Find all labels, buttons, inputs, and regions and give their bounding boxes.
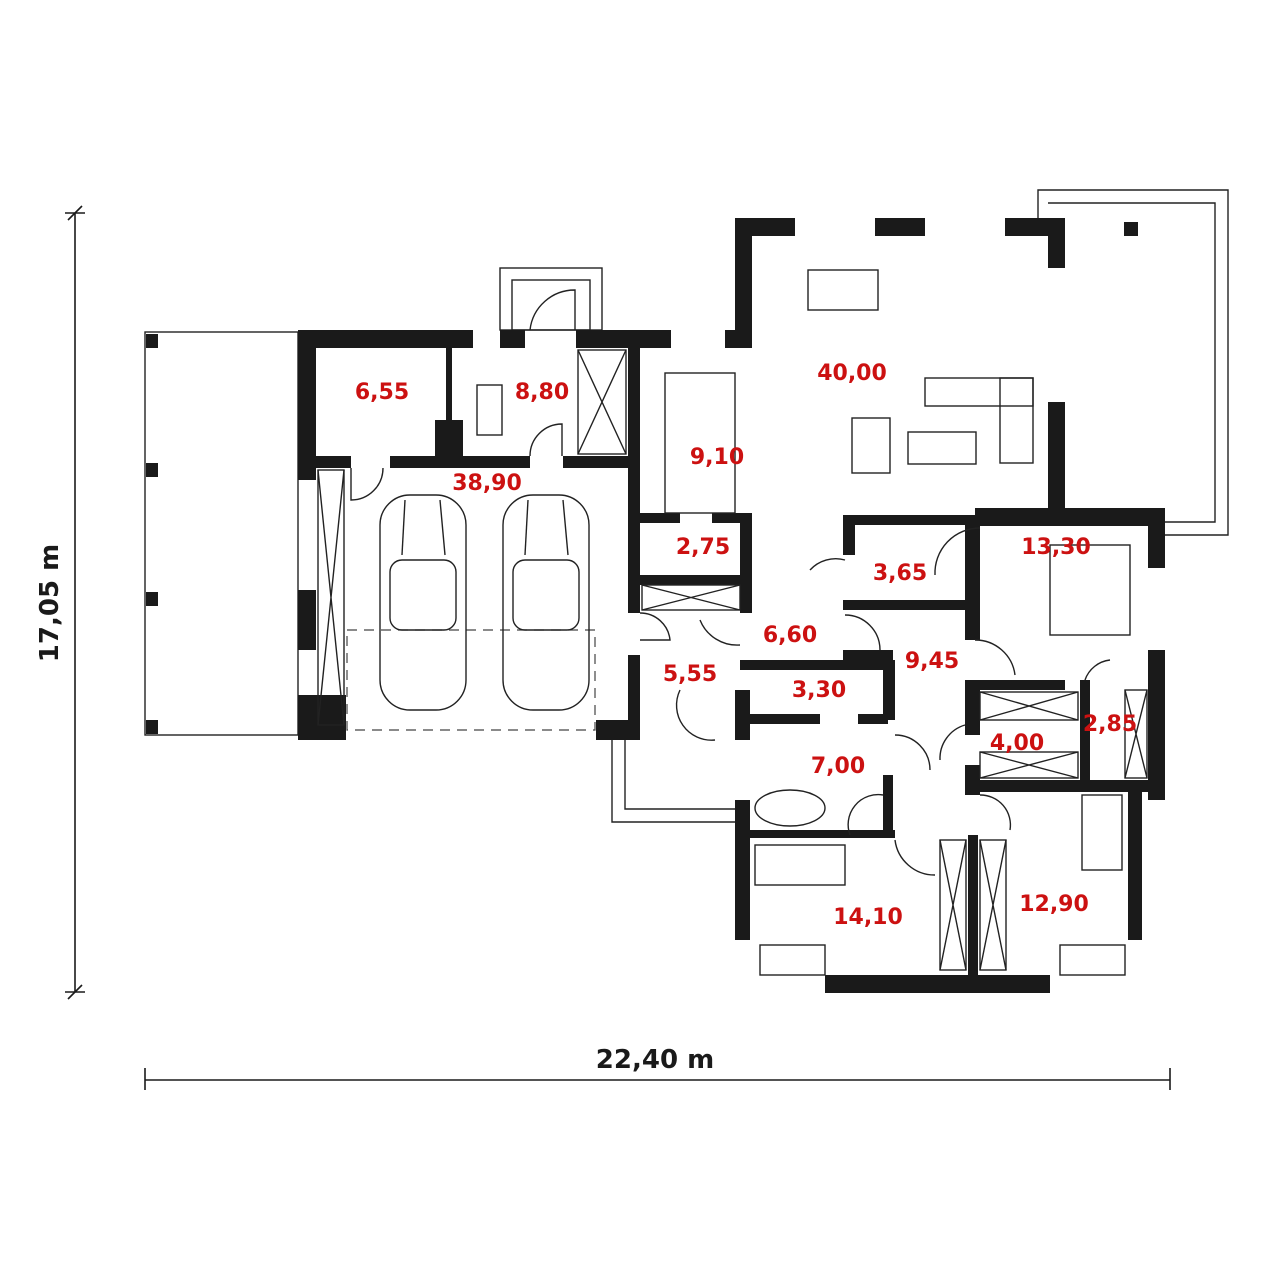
- room-area-dressing: 4,00: [990, 731, 1044, 756]
- terrace: [1037, 189, 1229, 536]
- room-area-corridor: 9,45: [905, 649, 959, 674]
- room-area-wc: 3,30: [792, 678, 846, 703]
- side-porch: [611, 740, 735, 823]
- room-area-wardrobe: 2,85: [1083, 712, 1137, 737]
- porch-inner: [511, 279, 591, 331]
- room-area-boiler-wc: 3,65: [873, 561, 927, 586]
- room-area-vestibule: 5,55: [663, 662, 717, 687]
- car-left: [379, 494, 467, 711]
- room-area-storage: 6,55: [355, 380, 409, 405]
- furniture: [476, 269, 1131, 976]
- height-label: 17,05 m: [35, 544, 65, 662]
- room-area-kitchen: 9,10: [690, 445, 744, 470]
- doors: [350, 289, 1111, 876]
- room-area-bedroom-master: 13,30: [1021, 535, 1091, 560]
- room-area-utility: 8,80: [515, 380, 569, 405]
- room-area-bathroom: 7,00: [811, 754, 865, 779]
- width-label: 22,40 m: [596, 1045, 714, 1075]
- garage-door-swing: [346, 629, 596, 731]
- room-area-pantry: 2,75: [676, 535, 730, 560]
- room-area-bedroom-2: 14,10: [833, 905, 903, 930]
- room-area-garage: 38,90: [452, 471, 522, 496]
- room-area-bedroom-3: 12,90: [1019, 892, 1089, 917]
- walls: [298, 218, 1165, 993]
- carport: [144, 331, 299, 736]
- entrance-porch: [499, 267, 603, 331]
- side-porch-inner: [624, 740, 735, 810]
- closets: [317, 349, 1148, 971]
- car-right: [502, 494, 590, 711]
- height-dimension: 17,05 m: [35, 205, 85, 1000]
- room-area-living-dining: 40,00: [817, 361, 887, 386]
- width-dimension: 22,40 m: [144, 1045, 1171, 1090]
- room-labels: 6,55 8,80 38,90 9,10 40,00 2,75 3,65 13,…: [355, 361, 1137, 930]
- room-area-hall: 6,60: [763, 623, 817, 648]
